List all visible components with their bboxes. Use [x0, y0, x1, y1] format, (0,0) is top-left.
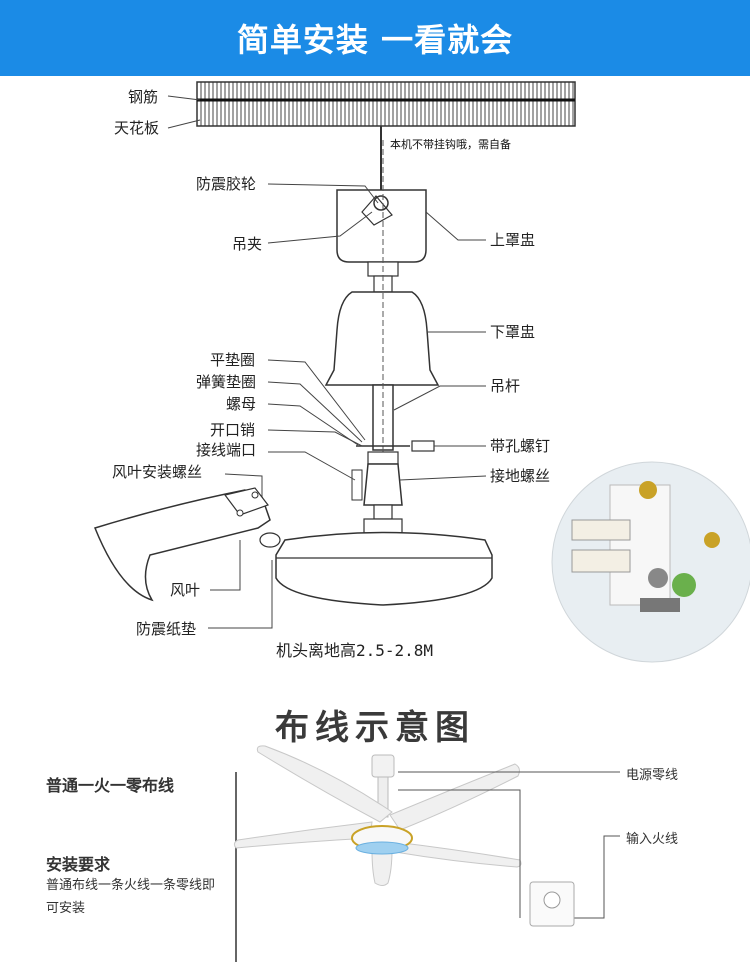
- label-upper-cover: 上罩盅: [490, 231, 536, 249]
- label-lower-cover: 下罩盅: [490, 323, 536, 341]
- label-ground-screw: 接地螺丝: [490, 467, 551, 485]
- label-terminal: 接线端口: [196, 441, 257, 459]
- fan-blade-5: [371, 849, 393, 886]
- label-spring-washer: 弹簧垫圈: [196, 373, 257, 391]
- label-blade-screw: 风叶安装螺丝: [112, 463, 203, 481]
- hook-note: 本机不带挂钩哦，需自备: [390, 138, 511, 151]
- neutral-wire-label: 电源零线: [626, 768, 679, 783]
- label-blade: 风叶: [170, 581, 201, 599]
- live-wire-label: 输入火线: [626, 832, 679, 847]
- label-rubber-ring: 防震胶轮: [196, 175, 257, 193]
- header-banner: 简单安装 一看就会: [0, 0, 750, 76]
- upper-cover-shape: [336, 189, 427, 263]
- label-rod: 吊杆: [490, 377, 521, 395]
- requirement-title: 安装要求: [46, 855, 111, 874]
- fan-blade-4: [394, 841, 522, 868]
- wiring-section-title: 布线示意图: [275, 708, 475, 748]
- lower-cover-shape: [324, 291, 440, 386]
- bolt-shape: [411, 440, 435, 452]
- label-clamp: 吊夹: [232, 235, 263, 253]
- requirement-desc: 普通布线一条火线一条零线即可安装: [46, 878, 216, 916]
- fan-blade-1: [256, 745, 393, 823]
- label-cotter-pin: 开口销: [210, 421, 256, 439]
- label-rebar: 钢筋: [128, 88, 159, 106]
- wiring-type-title: 普通一火一零布线: [46, 776, 175, 795]
- label-paper-gasket: 防震纸垫: [136, 620, 197, 638]
- label-nut: 螺母: [226, 395, 257, 413]
- blade-shape: [93, 489, 271, 602]
- banner-title: 简单安装 一看就会: [236, 21, 514, 59]
- motor-housing: [275, 531, 493, 606]
- label-bolt: 带孔螺钉: [490, 437, 551, 455]
- ceiling-slab: [196, 81, 576, 127]
- label-flat-washer: 平垫圈: [210, 351, 256, 369]
- fan-blade-3: [233, 821, 373, 849]
- label-ceiling: 天花板: [114, 119, 160, 137]
- height-note: 机头离地高2.5-2.8M: [276, 641, 434, 660]
- fan-blade-2: [389, 763, 520, 831]
